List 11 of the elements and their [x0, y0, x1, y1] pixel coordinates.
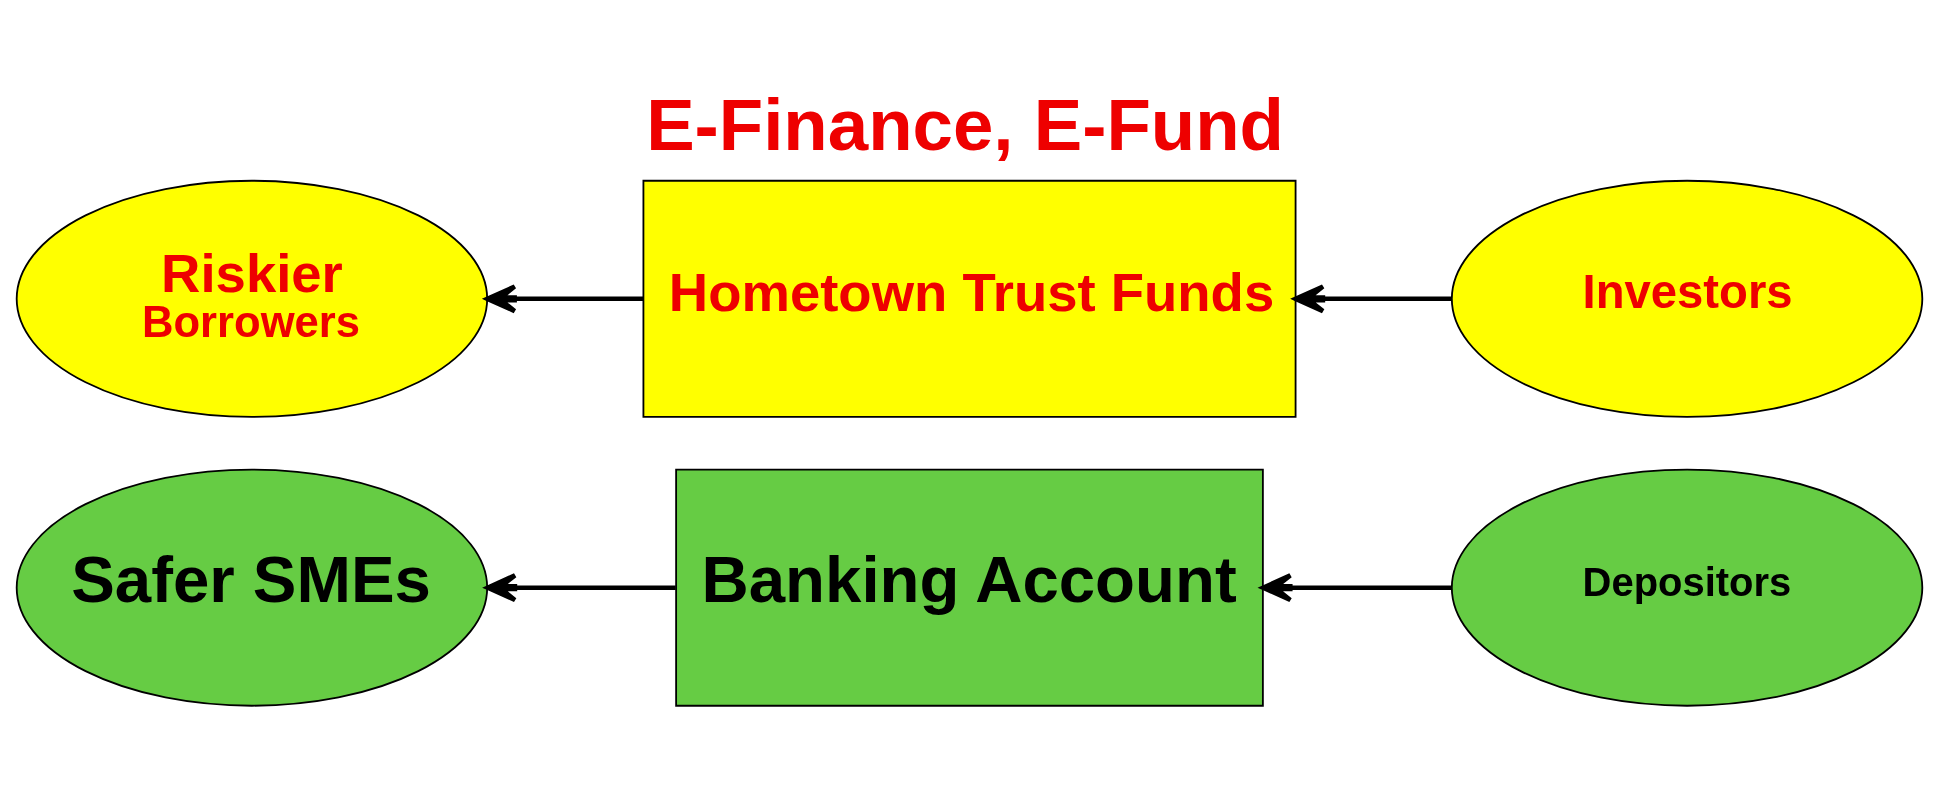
node-box: Banking Account: [675, 468, 1264, 707]
node-ellipse: Riskier Borrowers: [15, 179, 489, 418]
arrow: [485, 573, 676, 603]
node-ellipse: Depositors: [1450, 468, 1924, 707]
node-ellipse: Investors: [1450, 179, 1924, 418]
arrow: [1260, 573, 1452, 603]
node-ellipse: Safer SMEs: [15, 468, 489, 707]
node-box: Hometown Trust Funds: [642, 179, 1297, 418]
arrow: [485, 284, 644, 314]
arrow: [1293, 284, 1452, 314]
diagram-title: E-Finance, E-Fund: [646, 83, 1284, 165]
